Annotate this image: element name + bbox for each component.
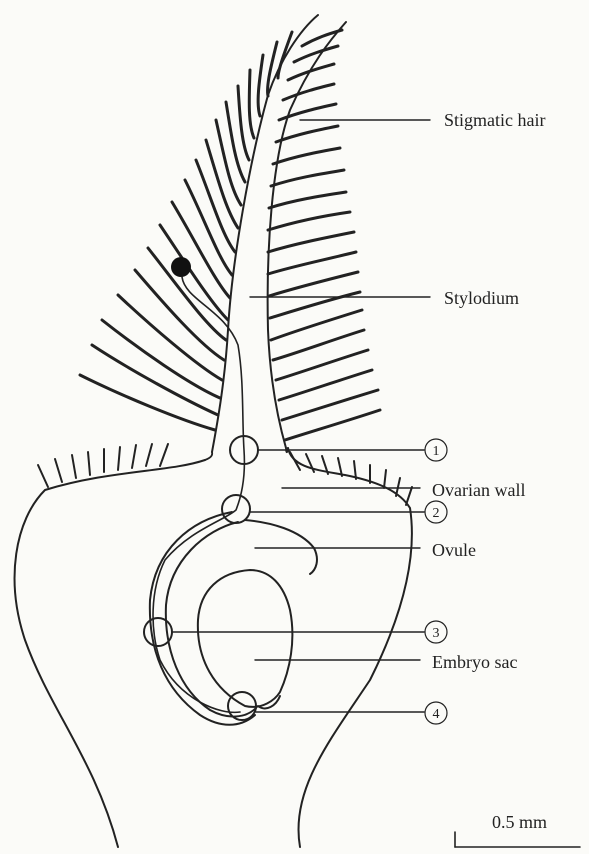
scale-bar: 0.5 mm (455, 812, 580, 847)
left-bracts (38, 444, 168, 487)
stigmatic-hairs-left (80, 32, 292, 430)
ref-marker-3-number: 3 (433, 626, 440, 641)
label-embryo-sac: Embryo sac (432, 652, 517, 672)
stigmatic-hairs-right (268, 30, 380, 440)
ref-marker-3: 3 (425, 621, 447, 643)
label-stigmatic-hair: Stigmatic hair (444, 110, 545, 130)
ovule-integument (245, 520, 317, 574)
ref-marker-4: 4 (425, 702, 447, 724)
stylodium-left-edge (212, 15, 318, 452)
ref-marker-1-number: 1 (433, 444, 440, 459)
embryo-sac (198, 570, 293, 707)
left-body-outline (15, 460, 205, 847)
diagram-markers (144, 436, 258, 720)
leader-lines (172, 120, 430, 712)
label-ovarian-wall: Ovarian wall (432, 480, 525, 500)
ref-marker-2-number: 2 (433, 506, 440, 521)
label-stylodium: Stylodium (444, 288, 519, 308)
right-bracts (290, 452, 412, 505)
right-body-outline (288, 448, 412, 847)
label-ovule: Ovule (432, 540, 476, 560)
scale-bar-label: 0.5 mm (492, 812, 547, 832)
pollen-tube (153, 277, 244, 712)
ref-marker-2: 2 (425, 501, 447, 523)
ref-marker-4-number: 4 (433, 707, 440, 722)
ref-marker-1: 1 (425, 439, 447, 461)
pollen-grain (171, 257, 191, 277)
